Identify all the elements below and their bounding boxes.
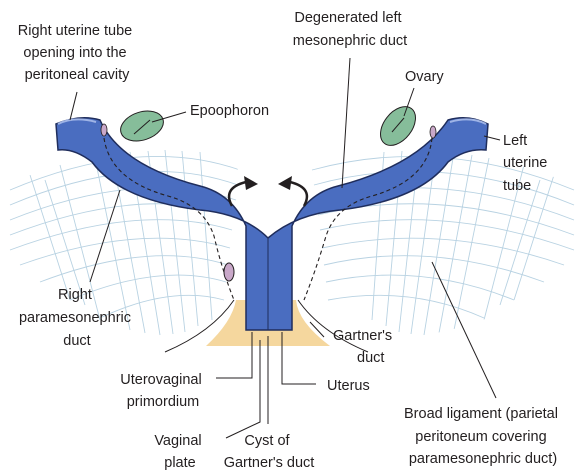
label-ovary: Ovary [405, 69, 444, 85]
gartners-duct-cyst [224, 263, 234, 281]
label-epoophoron: Epoophoron [190, 103, 269, 119]
label-broad-ligament: Broad ligament (parietal peritoneum cove… [404, 406, 562, 467]
label-cyst-of-gartners-duct: Cyst of Gartner's duct [224, 433, 315, 471]
label-vaginal-plate: Vaginal plate [154, 433, 205, 471]
label-right-uterine-tube: Right uterine tube opening into the peri… [18, 23, 137, 83]
arrow-left-fusion [290, 182, 307, 206]
arrow-head-left [244, 176, 258, 190]
label-uterus: Uterus [327, 378, 370, 394]
fusion-arrows [229, 182, 307, 206]
uterine-tubes [56, 118, 488, 330]
label-right-paramesonephric-duct: Right paramesonephric duct [19, 287, 135, 349]
label-uterovaginal-primordium: Uterovaginal primordium [120, 372, 205, 410]
label-gartners-duct: Gartner's duct [333, 328, 396, 366]
left-ovary [373, 100, 422, 152]
right-ovary [117, 106, 167, 146]
arrow-head-right [278, 176, 292, 190]
label-left-uterine-tube: Left uterine tube [503, 133, 551, 194]
right-epoophoron [101, 124, 107, 136]
label-degenerated-left-mesonephric-duct: Degenerated left mesonephric duct [293, 10, 407, 49]
arrow-right-fusion [229, 182, 246, 206]
left-epoophoron [430, 126, 436, 138]
